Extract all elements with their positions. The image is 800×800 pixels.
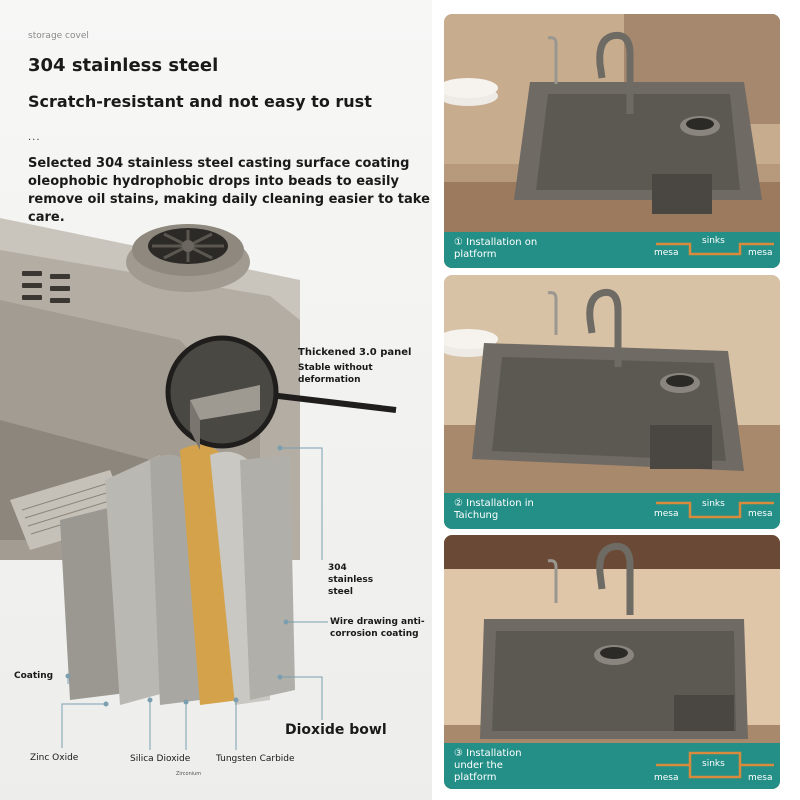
callout-panel-sub: Stable without deformation	[298, 363, 373, 385]
ellipsis-divider: ...	[28, 132, 41, 143]
install-photo-2: ② Installation in Taichung mesa sinks me…	[444, 275, 780, 529]
mesa-left-3: mesa	[654, 773, 679, 783]
mesa-right-3: mesa	[748, 773, 773, 783]
sink-layer-illustration	[0, 218, 397, 750]
install-caption-bar-3: ③ Installation under the platform mesa s…	[444, 743, 780, 789]
sinks-label-1: sinks	[702, 236, 725, 246]
callout-tungsten-carbide: Tungsten Carbide	[216, 754, 295, 764]
install-diagram-1: mesa sinks mesa	[650, 232, 780, 268]
install-caption-2: ② Installation in Taichung	[454, 498, 534, 521]
feature-description: Selected 304 stainless steel casting sur…	[28, 156, 430, 225]
callout-dioxide-bowl: Dioxide bowl	[285, 722, 387, 738]
feature-subtitle: Scratch-resistant and not easy to rust	[28, 92, 372, 111]
callout-wire-drawing: Wire drawing anti-corrosion coating	[330, 617, 425, 639]
sink-photo-3	[444, 535, 780, 789]
feature-title: 304 stainless steel	[28, 55, 219, 76]
mesa-right-2: mesa	[748, 509, 773, 519]
mesa-right-1: mesa	[748, 248, 773, 258]
install-photo-1: ① Installation on platform mesa sinks me…	[444, 14, 780, 268]
sink-photo-1	[444, 14, 780, 268]
mesa-left-2: mesa	[654, 509, 679, 519]
sinks-label-3: sinks	[702, 759, 725, 769]
callout-panel: Thickened 3.0 panel	[298, 347, 412, 358]
install-caption-1: ① Installation on platform	[454, 237, 538, 260]
product-feature-panel: storage covel 304 stainless steel Scratc…	[0, 0, 432, 800]
install-diagram-2: mesa sinks mesa	[650, 493, 780, 529]
install-caption-bar-1: ① Installation on platform mesa sinks me…	[444, 232, 780, 268]
install-diagram-3: mesa sinks mesa	[650, 743, 780, 789]
subtitle-small: storage covel	[28, 31, 89, 41]
mesa-left-1: mesa	[654, 248, 679, 258]
sink-photo-2	[444, 275, 780, 529]
callout-tiny: Zirconium	[176, 771, 202, 777]
callout-silica-dioxide: Silica Dioxide	[130, 754, 191, 764]
install-caption-3: ③ Installation under the platform	[454, 748, 522, 783]
install-photo-3: ③ Installation under the platform mesa s…	[444, 535, 780, 789]
callout-304-steel: 304 stainless steel	[328, 563, 374, 597]
install-caption-bar-2: ② Installation in Taichung mesa sinks me…	[444, 493, 780, 529]
callout-coating: Coating	[14, 671, 54, 681]
sinks-label-2: sinks	[702, 499, 725, 509]
callout-zinc-oxide: Zinc Oxide	[30, 753, 79, 763]
